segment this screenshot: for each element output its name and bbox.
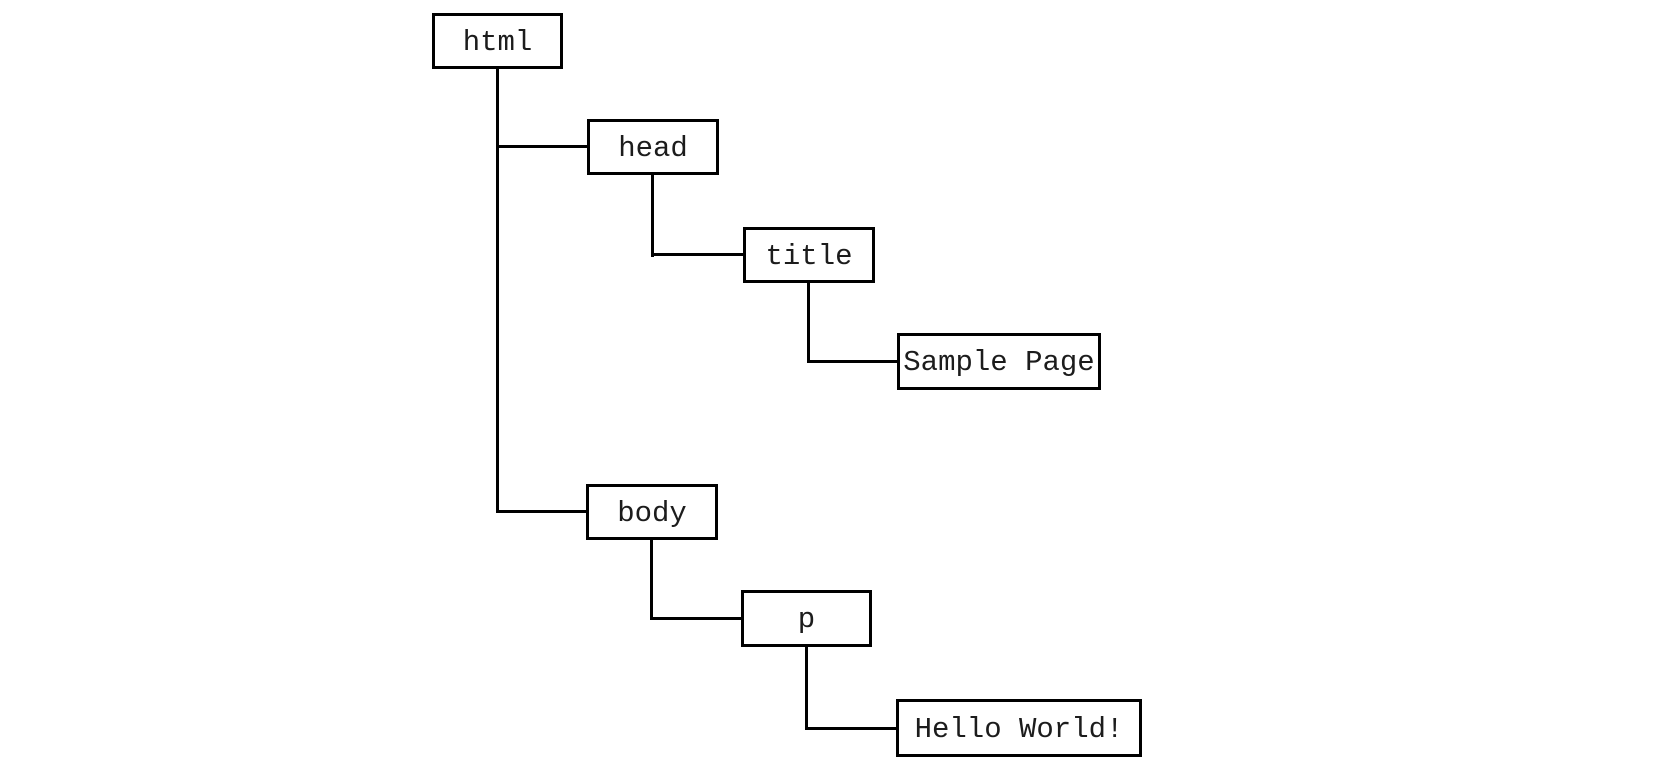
node-title: title: [743, 227, 875, 283]
connector-head-title-horizontal: [651, 253, 743, 256]
node-hello-world-label: Hello World!: [914, 712, 1124, 746]
node-html-label: html: [462, 25, 533, 59]
connector-html-head-horizontal: [496, 145, 587, 148]
connector-title-sample-vertical: [807, 283, 810, 363]
node-body-label: body: [617, 496, 687, 530]
node-head-label: head: [618, 131, 688, 165]
node-body: body: [586, 484, 718, 540]
connector-html-trunk-vertical: [496, 69, 499, 513]
node-p: p: [741, 590, 872, 647]
connector-html-body-horizontal: [496, 510, 586, 513]
node-sample-page-text: Sample Page: [897, 333, 1101, 390]
connector-p-hello-horizontal: [805, 727, 896, 730]
node-title-label: title: [765, 239, 853, 273]
node-head: head: [587, 119, 719, 175]
connector-head-title-vertical: [651, 175, 654, 257]
connector-body-p-vertical: [650, 540, 653, 620]
node-p-label: p: [797, 603, 816, 636]
node-sample-page-label: Sample Page: [903, 346, 1095, 379]
node-hello-world-text: Hello World!: [896, 699, 1142, 757]
node-html: html: [432, 13, 563, 69]
connector-p-hello-vertical: [805, 647, 808, 730]
connector-body-p-horizontal: [650, 617, 741, 620]
connector-title-sample-horizontal: [807, 360, 897, 363]
